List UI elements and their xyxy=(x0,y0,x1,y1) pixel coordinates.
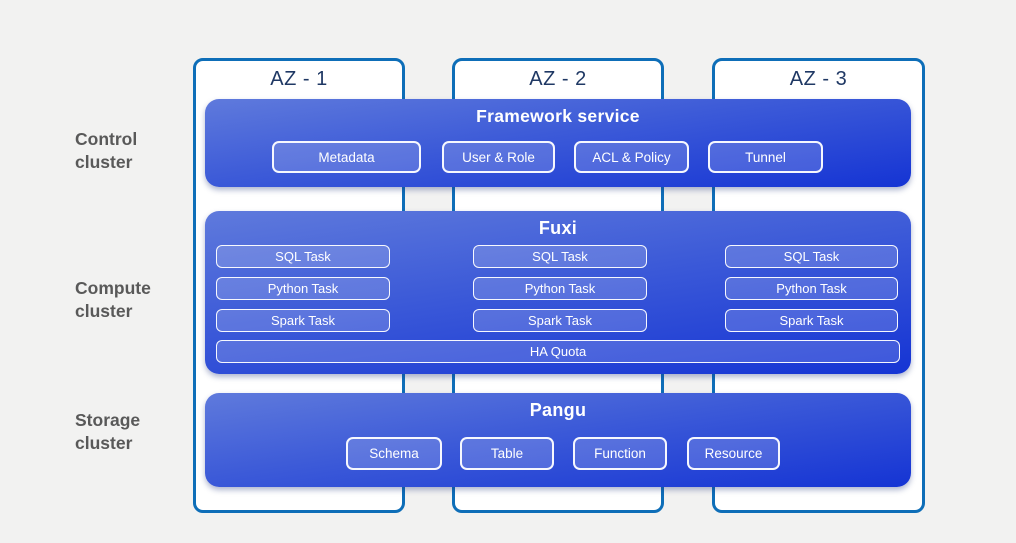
schema-node: Schema xyxy=(346,437,442,470)
python-task-node-az1: Python Task xyxy=(216,277,390,300)
table-node: Table xyxy=(460,437,554,470)
acl-policy-node: ACL & Policy xyxy=(574,141,689,173)
pangu-title: Pangu xyxy=(529,400,587,420)
cluster-label-control: Control cluster xyxy=(75,129,138,172)
fuxi-title: Fuxi xyxy=(538,218,578,238)
resource-node: Resource xyxy=(687,437,780,470)
fuxi-panel: Fuxi SQL Task Python Task Spark Task SQL… xyxy=(205,211,911,374)
user-role-node: User & Role xyxy=(442,141,555,173)
framework-service-title: Framework service xyxy=(476,106,640,126)
function-node: Function xyxy=(573,437,667,470)
spark-task-node-az3: Spark Task xyxy=(725,309,898,332)
az-3-label: AZ - 3 xyxy=(789,68,848,90)
sql-task-node-az3: SQL Task xyxy=(725,245,898,268)
sql-task-node-az2: SQL Task xyxy=(473,245,647,268)
ha-quota-node: HA Quota xyxy=(216,340,900,363)
spark-task-node-az1: Spark Task xyxy=(216,309,390,332)
python-task-node-az2: Python Task xyxy=(473,277,647,300)
framework-service-panel: Framework service Metadata User & Role A… xyxy=(205,99,911,187)
pangu-panel: Pangu Schema Table Function Resource xyxy=(205,393,911,487)
python-task-node-az3: Python Task xyxy=(725,277,898,300)
az-2-label: AZ - 2 xyxy=(529,68,587,90)
az-1-label: AZ - 1 xyxy=(270,68,328,90)
cluster-label-storage: Storage cluster xyxy=(75,410,141,453)
sql-task-node-az1: SQL Task xyxy=(216,245,390,268)
tunnel-node: Tunnel xyxy=(708,141,823,173)
spark-task-node-az2: Spark Task xyxy=(473,309,647,332)
metadata-node: Metadata xyxy=(272,141,421,173)
cluster-label-compute: Compute cluster xyxy=(75,278,151,321)
